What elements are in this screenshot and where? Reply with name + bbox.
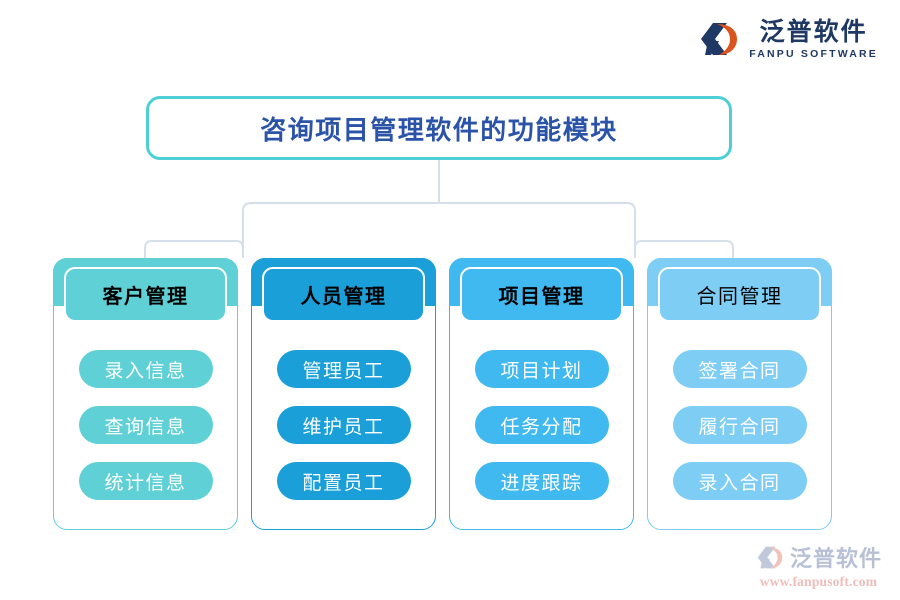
card-item-label: 统计信息: [104, 471, 187, 494]
module-card-contract[interactable]: 合同管理 签署合同 履行合同 录入合同: [647, 258, 832, 530]
module-card-customer[interactable]: 客户管理 录入信息 查询信息 统计信息: [53, 258, 238, 530]
card-item-label: 配置员工: [302, 471, 385, 494]
card-item-label: 维护员工: [302, 415, 385, 438]
module-card-personnel[interactable]: 人员管理 管理员工 维护员工 配置员工: [251, 258, 436, 530]
card-item-list: 签署合同 履行合同 录入合同: [647, 350, 832, 500]
card-item[interactable]: 签署合同: [672, 350, 807, 388]
card-header-chip[interactable]: 项目管理: [460, 267, 623, 322]
watermark-name-cn: 泛普软件: [789, 547, 882, 572]
brand-logo: 泛普软件 FANPU SOFTWARE: [697, 18, 878, 60]
card-header-label: 客户管理: [102, 284, 189, 308]
connector-right-sub-bar: [634, 240, 734, 258]
card-item-list: 管理员工 维护员工 配置员工: [251, 350, 436, 500]
card-item-label: 录入合同: [698, 471, 781, 494]
card-item-label: 签署合同: [698, 359, 781, 382]
connector-left-sub-bar: [144, 240, 244, 258]
fanpu-logo-icon: [701, 23, 738, 55]
card-header-chip[interactable]: 合同管理: [658, 267, 821, 322]
watermark-url: www.fanpusoft.com: [759, 574, 878, 589]
card-item[interactable]: 项目计划: [474, 350, 609, 388]
watermark: 泛普软件 www.fanpusoft.com: [755, 541, 882, 590]
card-header-label: 人员管理: [300, 284, 387, 308]
card-item[interactable]: 录入信息: [78, 350, 213, 388]
card-header-chip[interactable]: 人员管理: [262, 267, 425, 322]
card-item-label: 项目计划: [500, 359, 583, 382]
card-header-label: 项目管理: [498, 284, 585, 308]
card-item[interactable]: 统计信息: [78, 462, 213, 500]
watermark-row: 泛普软件: [755, 541, 882, 573]
card-item[interactable]: 配置员工: [276, 462, 411, 500]
card-item[interactable]: 管理员工: [276, 350, 411, 388]
card-item[interactable]: 履行合同: [672, 406, 807, 444]
card-item-label: 管理员工: [302, 359, 385, 382]
module-card-project[interactable]: 项目管理 项目计划 任务分配 进度跟踪: [449, 258, 634, 530]
card-item-label: 查询信息: [104, 415, 187, 438]
brand-text: 泛普软件 FANPU SOFTWARE: [749, 19, 878, 60]
brand-name-en: FANPU SOFTWARE: [749, 47, 878, 60]
fanpu-watermark-icon: [757, 546, 783, 568]
card-item[interactable]: 录入合同: [672, 462, 807, 500]
card-item-label: 进度跟踪: [500, 471, 583, 494]
connector-main-bar: [242, 202, 636, 250]
card-item[interactable]: 查询信息: [78, 406, 213, 444]
card-item[interactable]: 任务分配: [474, 406, 609, 444]
card-item-list: 项目计划 任务分配 进度跟踪: [449, 350, 634, 500]
diagram-title-box: 咨询项目管理软件的功能模块: [146, 96, 732, 160]
diagram-title: 咨询项目管理软件的功能模块: [260, 115, 618, 146]
card-header-chip[interactable]: 客户管理: [64, 267, 227, 322]
card-header-label: 合同管理: [696, 284, 783, 308]
card-item-label: 任务分配: [500, 415, 583, 438]
card-item-label: 履行合同: [698, 415, 781, 438]
card-item[interactable]: 进度跟踪: [474, 462, 609, 500]
card-item-list: 录入信息 查询信息 统计信息: [53, 350, 238, 500]
card-item[interactable]: 维护员工: [276, 406, 411, 444]
card-item-label: 录入信息: [104, 359, 187, 382]
brand-name-cn: 泛普软件: [759, 16, 868, 46]
